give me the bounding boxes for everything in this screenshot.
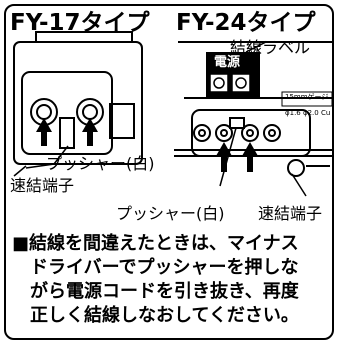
fy24-holes	[193, 117, 281, 142]
wiring-label-text: 結線ラベル	[230, 38, 311, 57]
leader-wiring-label	[245, 41, 267, 53]
push-arrows-right	[216, 142, 258, 172]
note-line-4: 正しく結線しなおしてください。	[30, 305, 299, 326]
pusher-label-left: プッシャー(白)	[46, 154, 155, 173]
wire-spec-text: φ1.6 φ2.0 Cu	[285, 109, 331, 117]
fy17-terminal-block	[13, 31, 143, 165]
push-arrows-left	[36, 118, 98, 146]
gauge-text: 15mmゲージ	[285, 93, 329, 101]
leader-terminal-left	[13, 165, 27, 177]
power-label: 電源	[214, 55, 241, 70]
model-fy24-title: FY-24タイプ	[176, 10, 316, 36]
wiring-diagram	[13, 31, 332, 197]
leader-terminal-right	[291, 173, 307, 197]
leader-pusher-center	[219, 127, 237, 187]
leader-pusher-left	[25, 145, 69, 169]
note-line-1: ■結線を間違えたときは、マイナス	[12, 233, 299, 254]
correction-note: ■結線を間違えたときは、マイナス ドライバーでプッシャーを押しな がら電源コード…	[12, 232, 332, 328]
note-line-2: ドライバーでプッシャーを押しな	[30, 257, 299, 278]
instruction-panel: FY-17タイプ FY-24タイプ 結線ラベル 電源 15mmゲージ φ1.6 …	[4, 4, 334, 340]
note-line-3: がら電源コードを引き抜き、再度	[30, 281, 299, 302]
gauge-box	[281, 91, 332, 107]
pusher-label-center: プッシャー(白)	[116, 204, 225, 223]
terminal-label-right: 速結端子	[258, 204, 323, 223]
note-bullet: ■	[12, 233, 30, 254]
terminal-label-left: 速結端子	[10, 176, 75, 195]
model-fy17-title: FY-17タイプ	[10, 10, 150, 36]
